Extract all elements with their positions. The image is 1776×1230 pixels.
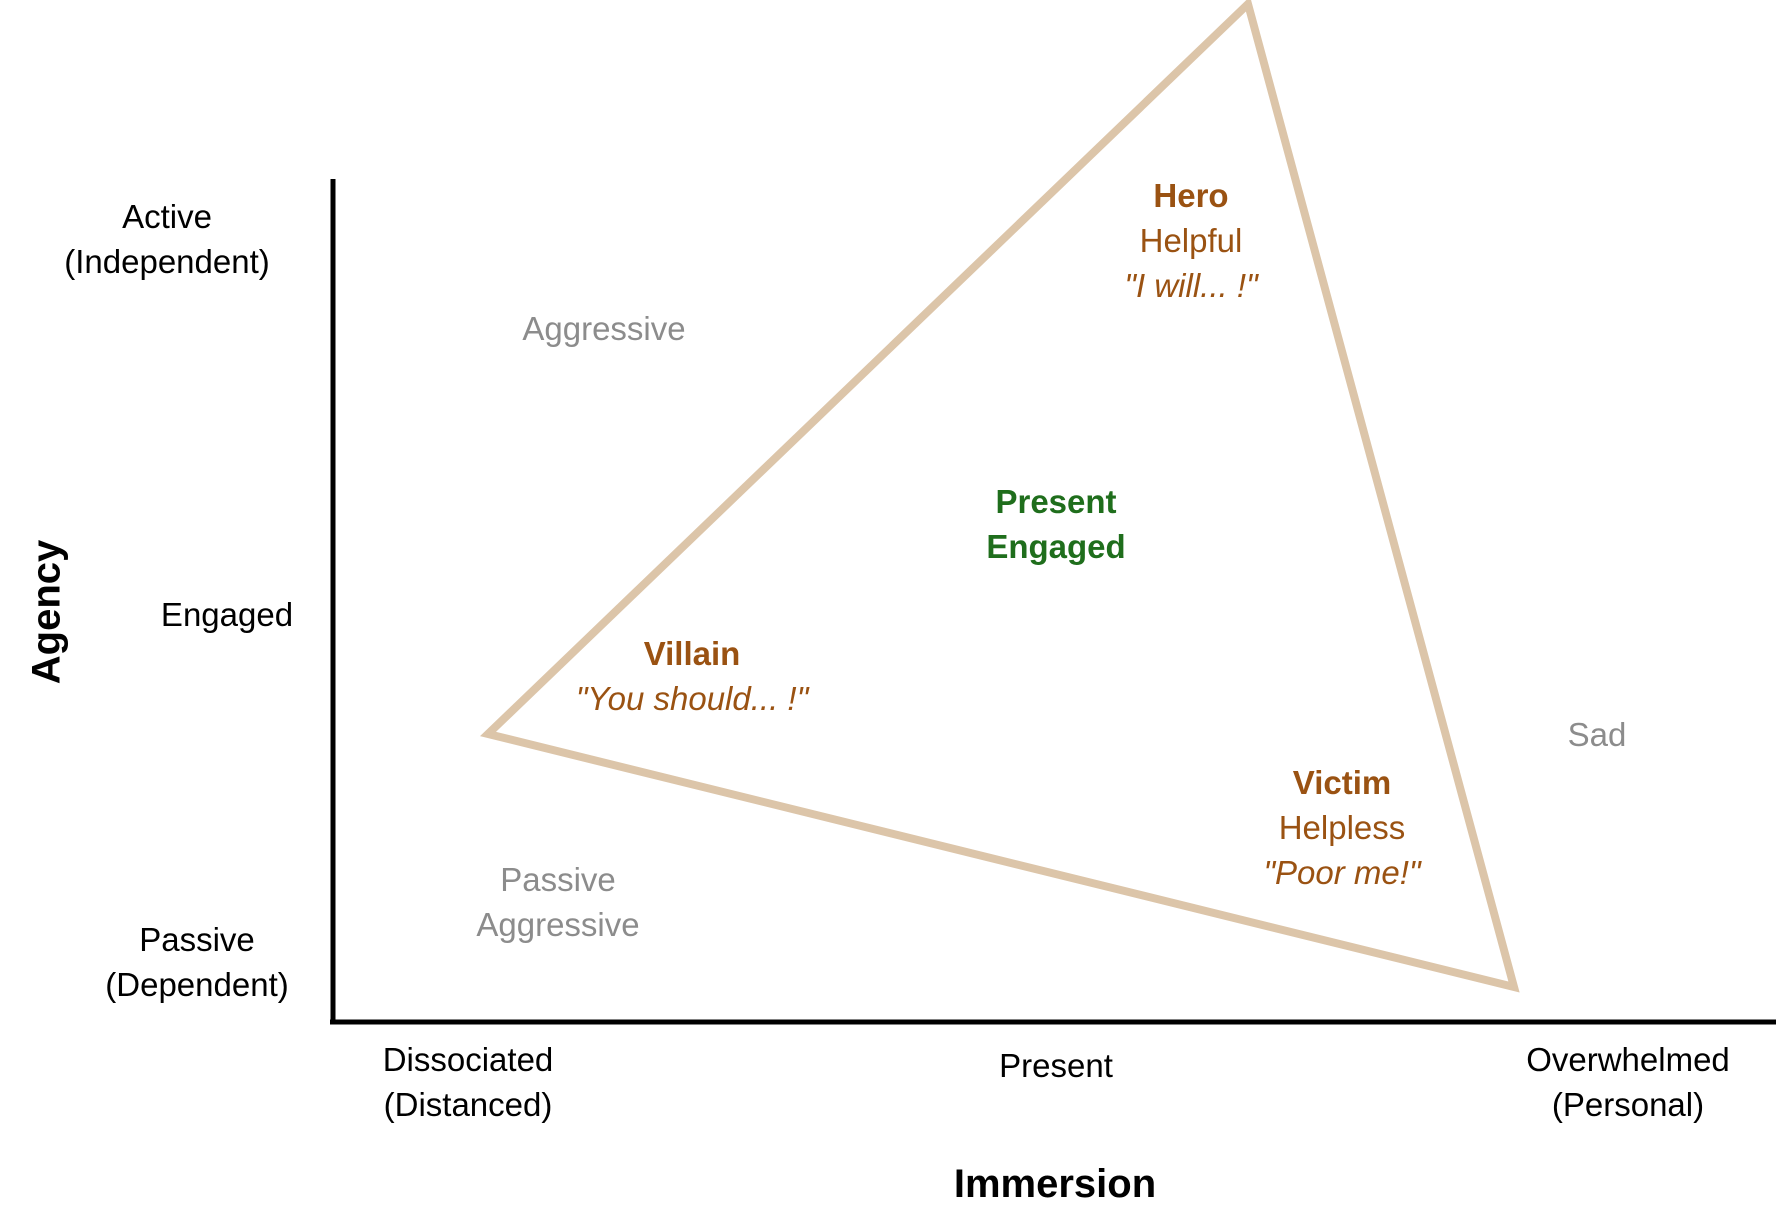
x-tick-dissociated: Dissociated (Distanced)	[383, 1037, 554, 1127]
present-engaged-label: Present Engaged	[986, 479, 1125, 569]
y-tick-active: Active (Independent)	[64, 194, 270, 284]
aggressive-label: Aggressive	[522, 310, 686, 347]
victim-label: Victim Helpless "Poor me!"	[1263, 760, 1420, 895]
center-line1: Present	[995, 483, 1117, 520]
x-tick-overwhelmed-line2: (Personal)	[1551, 1086, 1705, 1123]
y-tick-active-line1: Active	[122, 198, 212, 235]
hero-name: Hero	[1153, 177, 1229, 214]
y-tick-passive-line2: (Dependent)	[105, 966, 289, 1003]
drama-triangle	[479, 0, 1520, 993]
x-tick-dissociated-line2: (Distanced)	[383, 1086, 553, 1123]
villain-quote: "You should... !"	[575, 680, 809, 717]
villain-name: Villain	[643, 635, 741, 672]
x-tick-dissociated-line1: Dissociated	[382, 1041, 554, 1078]
passive-aggressive-line1: Passive	[500, 861, 616, 898]
x-tick-overwhelmed-line1: Overwhelmed	[1526, 1041, 1730, 1078]
passive-aggressive-line2: Aggressive	[476, 906, 640, 943]
y-axis-title: Agency	[24, 539, 69, 685]
hero-quote: "I will... !"	[1124, 267, 1258, 304]
y-tick-passive: Passive (Dependent)	[105, 917, 288, 1007]
victim-name: Victim	[1292, 764, 1392, 801]
x-tick-present: Present	[999, 1047, 1113, 1084]
hero-label: Hero Helpful "I will... !"	[1124, 173, 1257, 308]
y-tick-passive-line1: Passive	[139, 921, 255, 958]
y-tick-engaged: Engaged	[160, 596, 294, 633]
x-tick-overwhelmed: Overwhelmed (Personal)	[1526, 1037, 1730, 1127]
center-line2: Engaged	[986, 528, 1126, 565]
y-tick-active-line2: (Independent)	[64, 243, 270, 280]
passive-aggressive-label: Passive Aggressive	[476, 857, 639, 947]
victim-quote: "Poor me!"	[1263, 854, 1421, 891]
sad-label: Sad	[1567, 716, 1627, 753]
victim-trait: Helpless	[1278, 809, 1406, 846]
x-axis-title: Immersion	[953, 1162, 1157, 1206]
hero-trait: Helpful	[1139, 222, 1243, 259]
villain-label: Villain "You should... !"	[576, 631, 809, 721]
